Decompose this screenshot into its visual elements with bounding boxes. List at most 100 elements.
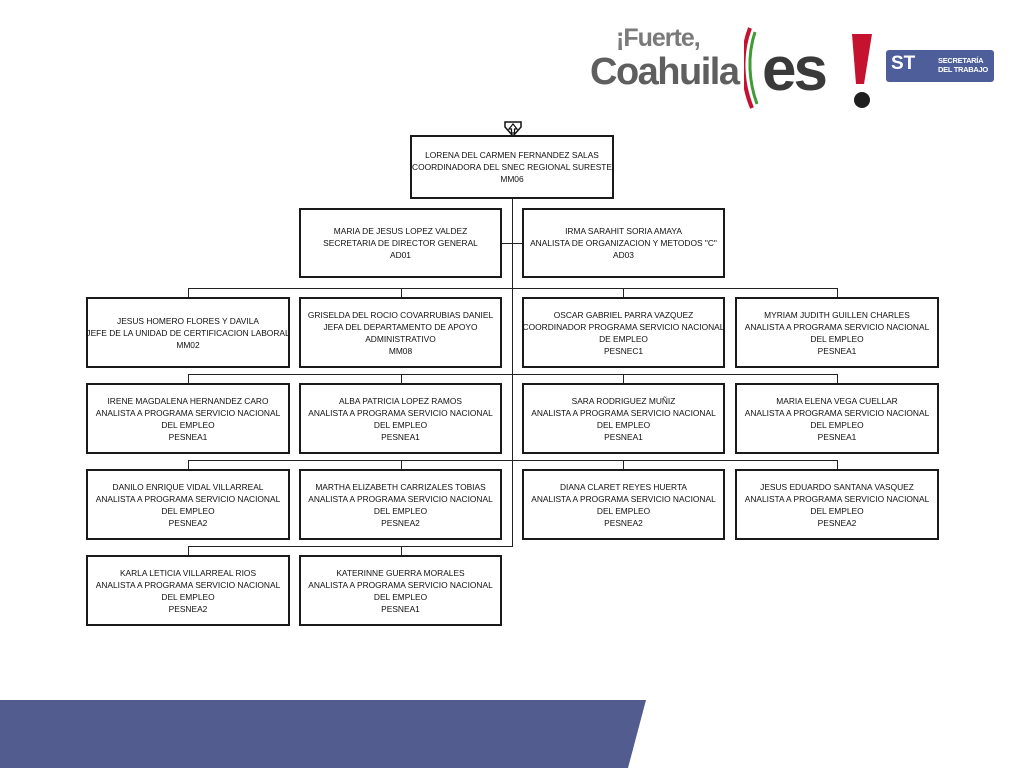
org-title-2: DEL EMPLEO [596,419,651,430]
org-name: KATERINNE GUERRA MORALES [336,567,465,578]
org-box-r1-c1: JESUS HOMERO FLORES Y DAVILA JEFE DE LA … [86,297,290,368]
org-code: MM06 [500,174,524,184]
footer-band [0,700,646,768]
es-logo: es [744,27,872,109]
org-title: ANALISTA A PROGRAMA SERVICIO NACIONAL [95,579,281,590]
org-name: MARIA ELENA VEGA CUELLAR [776,395,898,406]
org-name: DANILO ENRIQUE VIDAL VILLARREAL [112,481,264,492]
org-name: IRMA SARAHIT SORIA AMAYA [565,226,682,236]
org-title-2: DEL EMPLEO [373,419,428,430]
connector-row2-drop [623,374,624,384]
connector-row3-drop [623,460,624,470]
org-title: JEFE DE LA UNIDAD DE CERTIFICACION LABOR… [86,327,290,338]
connector-row3 [188,460,838,461]
org-code: MM02 [176,339,200,350]
org-box-r4-c2: KATERINNE GUERRA MORALES ANALISTA A PROG… [299,555,502,626]
org-box-r2-c3: SARA RODRIGUEZ MUÑIZ ANALISTA A PROGRAMA… [522,383,725,454]
org-title: ANALISTA A PROGRAMA SERVICIO NACIONAL [531,407,716,418]
connector-row3-drop [837,460,838,470]
org-title-2: ADMINISTRATIVO [365,333,436,344]
org-box-r3-c1: DANILO ENRIQUE VIDAL VILLARREAL ANALISTA… [86,469,290,540]
connector-row3-drop [188,460,189,470]
connector-row1 [188,288,838,289]
org-name: JESUS HOMERO FLORES Y DAVILA [117,315,259,326]
org-title-2: DE EMPLEO [599,333,648,344]
up-arrow-icon [504,121,522,137]
org-code: AD03 [613,250,634,260]
logo-st-line1: SECRETARÍA [938,56,984,65]
org-box-r2-c2: ALBA PATRICIA LOPEZ RAMOS ANALISTA A PRO… [299,383,502,454]
org-title: ANALISTA A PROGRAMA SERVICIO NACIONAL [308,407,493,418]
logo-st-line2: DEL TRABAJO [938,65,988,74]
connector-row3-drop [401,460,402,470]
connector-row1-drop [623,288,624,298]
org-code: PESNEA1 [381,603,420,614]
org-title-2: DEL EMPLEO [373,591,428,602]
org-code: AD01 [390,250,411,260]
org-title: ANALISTA A PROGRAMA SERVICIO NACIONAL [744,407,930,418]
org-name: LORENA DEL CARMEN FERNANDEZ SALAS [425,150,599,160]
org-title: ANALISTA DE ORGANIZACION Y METODOS "C" [530,238,717,248]
org-code: PESNEC1 [603,345,644,356]
org-box-r3-c4: JESUS EDUARDO SANTANA VASQUEZ ANALISTA A… [735,469,939,540]
connector-row2-drop [401,374,402,384]
secretaria-del-trabajo-logo: ST SECRETARÍA DEL TRABAJO [886,50,994,82]
org-title-2: DEL EMPLEO [810,419,864,430]
org-title-2: DEL EMPLEO [161,591,215,602]
org-code: PESNEA1 [168,431,208,442]
org-title: COORDINADOR PROGRAMA SERVICIO NACIONAL [522,321,725,332]
org-name: GRISELDA DEL ROCIO COVARRUBIAS DANIEL [307,309,494,320]
org-title-2: DEL EMPLEO [161,419,215,430]
org-code: PESNEA1 [817,345,857,356]
org-name: MARTHA ELIZABETH CARRIZALES TOBIAS [315,481,486,492]
connector-row2-drop [188,374,189,384]
logo-fuerte-line2: Coahuila [590,51,740,93]
org-title: ANALISTA A PROGRAMA SERVICIO NACIONAL [308,493,493,504]
logo-st-name: SECRETARÍA DEL TRABAJO [938,56,988,74]
org-code: PESNEA2 [817,517,857,528]
connector-trunk [512,198,513,546]
org-box-r2-c1: IRENE MAGDALENA HERNANDEZ CARO ANALISTA … [86,383,290,454]
connector-row1-drop [837,288,838,298]
org-title: JEFA DEL DEPARTAMENTO DE APOYO [323,321,478,332]
org-title-2: DEL EMPLEO [596,505,651,516]
logo-es-text: es [762,35,825,104]
org-name: ALBA PATRICIA LOPEZ RAMOS [338,395,463,406]
connector-row4-drop [401,546,402,556]
org-box-root: LORENA DEL CARMEN FERNANDEZ SALAS COORDI… [410,135,614,199]
org-code: PESNEA1 [381,431,420,442]
org-title-2: DEL EMPLEO [161,505,215,516]
connector-row1-drop [401,288,402,298]
org-code: PESNEA2 [604,517,643,528]
org-box-r1-c3: OSCAR GABRIEL PARRA VAZQUEZ COORDINADOR … [522,297,725,368]
org-title-2: DEL EMPLEO [810,333,864,344]
org-title-2: DEL EMPLEO [810,505,864,516]
org-title: ANALISTA A PROGRAMA SERVICIO NACIONAL [95,407,281,418]
org-name: MYRIAM JUDITH GUILLEN CHARLES [764,309,910,320]
org-title-2: DEL EMPLEO [373,505,428,516]
org-title: SECRETARIA DE DIRECTOR GENERAL [323,238,478,248]
org-name: IRENE MAGDALENA HERNANDEZ CARO [107,395,269,406]
org-name: OSCAR GABRIEL PARRA VAZQUEZ [553,309,694,320]
org-code: PESNEA1 [604,431,643,442]
org-title: ANALISTA A PROGRAMA SERVICIO NACIONAL [744,493,930,504]
org-code: PESNEA2 [168,517,208,528]
org-name: KARLA LETICIA VILLARREAL RIOS [119,567,257,578]
connector-row2-drop [837,374,838,384]
org-title: ANALISTA A PROGRAMA SERVICIO NACIONAL [308,579,493,590]
org-title: ANALISTA A PROGRAMA SERVICIO NACIONAL [531,493,716,504]
logo-fuerte-line1: ¡Fuerte, [616,24,701,52]
org-box-r4-c1: KARLA LETICIA VILLARREAL RIOS ANALISTA A… [86,555,290,626]
org-title: COORDINADORA DEL SNEC REGIONAL SURESTE [412,162,612,172]
logo-st-abbrev: ST [891,53,916,74]
connector-row1-drop [188,288,189,298]
org-name: JESUS EDUARDO SANTANA VASQUEZ [760,481,914,492]
org-title: ANALISTA A PROGRAMA SERVICIO NACIONAL [744,321,930,332]
org-box-r3-c3: DIANA CLARET REYES HUERTA ANALISTA A PRO… [522,469,725,540]
org-box-staff-2: IRMA SARAHIT SORIA AMAYA ANALISTA DE ORG… [522,208,725,278]
org-box-r1-c4: MYRIAM JUDITH GUILLEN CHARLES ANALISTA A… [735,297,939,368]
org-box-r1-c2: GRISELDA DEL ROCIO COVARRUBIAS DANIEL JE… [299,297,502,368]
org-name: SARA RODRIGUEZ MUÑIZ [571,395,676,406]
org-code: MM08 [388,345,413,356]
